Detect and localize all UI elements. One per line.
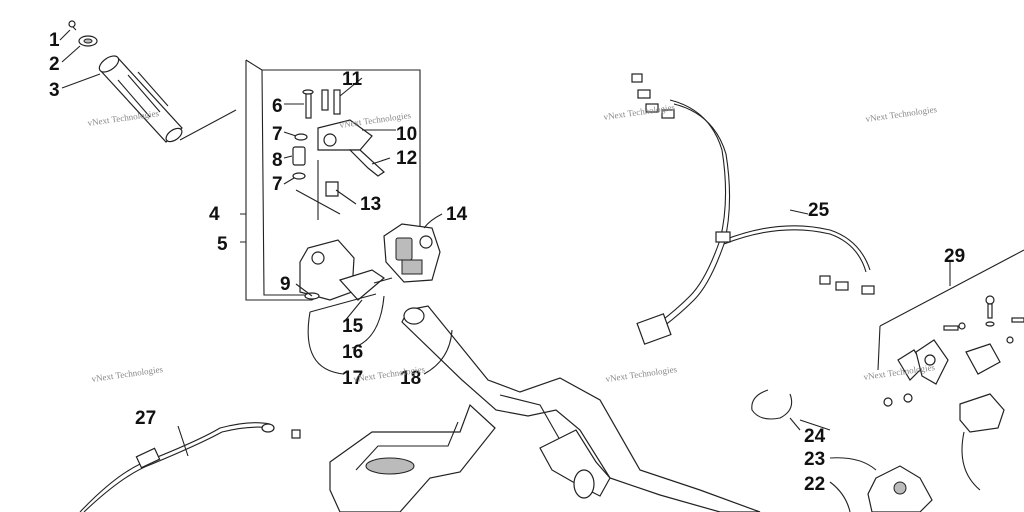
callout-13: 13	[360, 194, 381, 215]
callout-9: 9	[280, 274, 291, 295]
callout-3: 3	[49, 80, 60, 101]
callout-27: 27	[135, 408, 156, 429]
callout-29: 29	[944, 246, 965, 267]
watermark-text: vNext Technologies	[603, 102, 676, 122]
watermark-text: vNext Technologies	[865, 104, 938, 124]
callout-4: 4	[209, 204, 220, 225]
lever-hardware	[292, 89, 385, 220]
callout-22: 22	[804, 474, 825, 495]
callout-17: 17	[342, 368, 363, 389]
watermark-text: vNext Technologies	[605, 364, 678, 384]
callout-11: 11	[342, 69, 363, 90]
callout-5: 5	[217, 234, 228, 255]
callout-15: 15	[342, 316, 364, 337]
callout-23: 23	[804, 449, 825, 470]
callout-12: 12	[396, 148, 417, 169]
handlebar	[401, 305, 761, 512]
throttle-housing	[299, 239, 393, 313]
wiring-harness	[631, 73, 875, 345]
grip-assembly	[68, 20, 237, 143]
throttle-cable	[79, 422, 301, 512]
callout-14: 14	[446, 204, 468, 225]
callout-8: 8	[272, 150, 283, 171]
leader-lines	[59, 29, 951, 431]
callout-25: 25	[808, 200, 830, 221]
switch-bracket-assembly	[877, 249, 1024, 491]
watermark-text: vNext Technologies	[91, 364, 164, 384]
watermark-text: vNext Technologies	[87, 108, 160, 128]
callout-7a: 7	[272, 124, 283, 145]
callout-10: 10	[396, 124, 417, 145]
handlebar-switch	[383, 223, 441, 283]
callout-6: 6	[272, 96, 283, 117]
brake-lever-assembly	[829, 457, 933, 512]
callout-2: 2	[49, 54, 60, 75]
watermark-text: vNext Technologies	[863, 362, 936, 382]
handlebar-pad	[329, 403, 496, 512]
callout-18: 18	[400, 368, 421, 389]
callout-16: 16	[342, 342, 363, 363]
callout-7b: 7	[272, 174, 283, 195]
retaining-ring	[751, 389, 801, 431]
callout-1: 1	[49, 30, 60, 51]
watermarks: vNext Technologies vNext Technologies vN…	[87, 102, 938, 384]
callout-24: 24	[804, 426, 826, 447]
callout-labels: 1 2 3 4 5 6 7 7 8 9 10 11 12 13 14 15 16…	[49, 30, 965, 495]
